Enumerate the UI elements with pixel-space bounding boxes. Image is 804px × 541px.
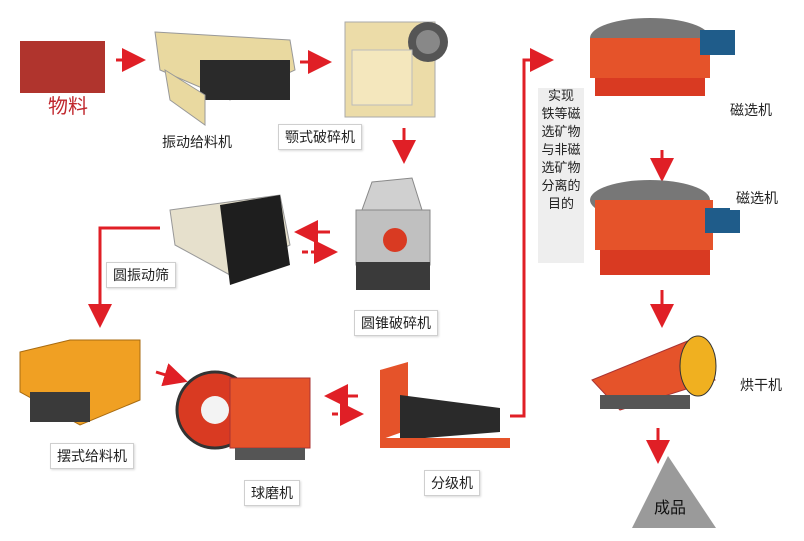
note-line: 铁等磁 (541, 107, 581, 122)
vibrating-screen-image (169, 194, 291, 285)
arrow-swing-to-mill (155, 363, 188, 387)
classifier-label: 分级机 (424, 470, 480, 496)
process-note: 实现 铁等磁 选矿物 与非磁 选矿物 分离的 目的 (538, 88, 584, 263)
product-label: 成品 (654, 498, 687, 517)
jaw-crusher-label: 颚式破碎机 (278, 124, 362, 150)
note-line: 选矿物 (541, 161, 581, 176)
spiral-classifier-image (380, 362, 510, 448)
product-pile-image (632, 456, 716, 528)
magnetic-separator-2-label: 磁选机 (730, 186, 784, 210)
note-line: 实现 (547, 89, 574, 104)
rotary-dryer-image (591, 335, 717, 411)
note-line: 与非磁 (541, 143, 581, 158)
magnetic-separator-1-label: 磁选机 (724, 98, 778, 122)
note-line: 选矿物 (541, 125, 581, 140)
cone-crusher-image (355, 177, 431, 290)
arrow-screen-to-swing-feeder (88, 226, 160, 328)
ball-mill-image (175, 370, 311, 460)
swing-feeder-image (19, 339, 141, 426)
magnetic-separator-2-image (590, 180, 740, 275)
jaw-crusher-image (344, 21, 448, 118)
vibrating-feeder-label: 振动给料机 (156, 130, 238, 154)
ball-mill-label: 球磨机 (244, 480, 300, 506)
dryer-label: 烘干机 (734, 373, 788, 397)
vibrating-feeder-image (154, 31, 296, 126)
swing-feeder-label: 摆式给料机 (50, 443, 134, 469)
raw-material-block (20, 41, 105, 93)
magnetic-separator-1-image (590, 18, 735, 96)
raw-material-label: 物料 (48, 94, 88, 118)
cone-crusher-label: 圆锥破碎机 (354, 310, 438, 336)
note-line: 目的 (547, 197, 574, 212)
note-line: 分离的 (541, 179, 581, 194)
arrow-classifier-to-magsep (510, 48, 554, 418)
vibrating-screen-label: 圆振动筛 (106, 262, 176, 288)
